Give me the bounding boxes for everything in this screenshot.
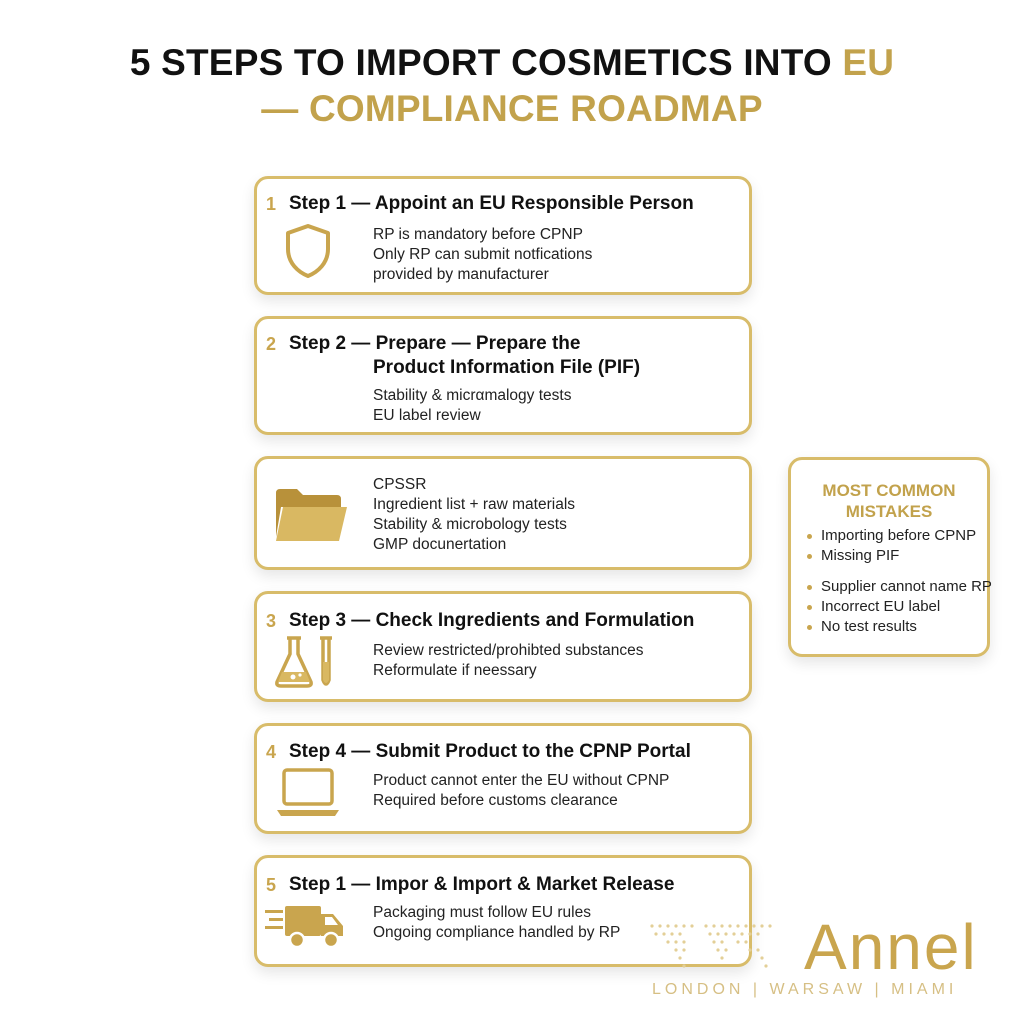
mistakes-list: Importing before CPNP Missing PIF Suppli… bbox=[805, 526, 992, 637]
step-heading: Step 4 — Submit Product to the CPNP Port… bbox=[289, 741, 691, 762]
step-card-1: 1 Step 1 — Appoint an EU Responsible Per… bbox=[254, 176, 752, 295]
list-item: Importing before CPNP bbox=[805, 526, 992, 546]
list-item: Missing PIF bbox=[805, 546, 992, 566]
detail-line: RP is mandatory before CPNP bbox=[373, 226, 583, 243]
step-heading: Step 3 — Check Ingredients and Formulati… bbox=[289, 610, 695, 631]
mistakes-title-line1: MOST COMMON bbox=[822, 481, 956, 500]
brand-locations: LONDON | WARSAW | MIAMI bbox=[652, 981, 958, 998]
step-number: 4 bbox=[266, 742, 277, 762]
step-details: Stability & micrαmalogy tests EU label r… bbox=[373, 386, 739, 426]
detail-line: Ingredient list + raw materials bbox=[373, 496, 576, 513]
detail-line: Only RP can submit notfications bbox=[373, 246, 593, 263]
step-heading: Step 1 — Impor & Import & Market Release bbox=[289, 874, 675, 895]
detail-line: Stability & micrαmalogy tests bbox=[373, 387, 572, 404]
mistakes-panel: MOST COMMON MISTAKES Importing before CP… bbox=[788, 457, 992, 657]
detail-line: Reformulate if neessary bbox=[373, 662, 537, 679]
detail-line: Stability & microbology tests bbox=[373, 516, 567, 533]
detail-line: Packaging must follow EU rules bbox=[373, 904, 591, 921]
step-heading: Step 1 — Appoint an EU Responsible Perso… bbox=[289, 193, 694, 214]
brand-logo: Annel bbox=[804, 911, 978, 983]
world-map-icon bbox=[646, 918, 786, 981]
flask-icon bbox=[273, 634, 337, 690]
step-number: 2 bbox=[266, 334, 277, 354]
step-number: 5 bbox=[266, 875, 277, 895]
page-title: 5 STEPS TO IMPORT COSMETICS INTO EU — CO… bbox=[0, 40, 1024, 132]
detail-line: Required before customs clearance bbox=[373, 792, 618, 809]
detail-line: Ongoing compliance handled by RP bbox=[373, 924, 621, 941]
laptop-icon bbox=[275, 766, 341, 818]
step-number: 3 bbox=[266, 611, 277, 631]
folder-icon bbox=[273, 487, 349, 543]
step-card-5: 5 Step 1 — Impor & Import & Market Relea… bbox=[254, 855, 752, 967]
step-heading: Step 2 — Prepare — Prepare the Product I… bbox=[289, 332, 737, 380]
step-card-4: 4 Step 4 — Submit Product to the CPNP Po… bbox=[254, 723, 752, 834]
step-details: Packaging must follow EU rules Ongoing c… bbox=[373, 903, 739, 943]
detail-line: Product cannot enter the EU without CPNP bbox=[373, 772, 670, 789]
title-line2: — COMPLIANCE ROADMAP bbox=[261, 88, 763, 129]
step-details: Review restricted/prohibted substances R… bbox=[373, 641, 739, 681]
detail-line: EU label review bbox=[373, 407, 481, 424]
detail-line: GMP docunertation bbox=[373, 536, 507, 553]
detail-line: Review restricted/prohibted substances bbox=[373, 642, 644, 659]
list-item: Supplier cannot name RP bbox=[805, 577, 992, 597]
title-line1-gold: EU bbox=[842, 42, 895, 83]
mistakes-title-line2: MISTAKES bbox=[845, 502, 933, 521]
shield-icon bbox=[283, 223, 333, 279]
step-card-2: 2 Step 2 — Prepare — Prepare the Product… bbox=[254, 316, 752, 435]
detail-line: provided by manufacturer bbox=[373, 266, 549, 283]
step-details: CPSSR Ingredient list + raw materials St… bbox=[373, 475, 739, 555]
list-item: No test results bbox=[805, 617, 992, 637]
step-details: RP is mandatory before CPNP Only RP can … bbox=[373, 225, 739, 285]
pif-contents-card: CPSSR Ingredient list + raw materials St… bbox=[254, 456, 752, 570]
step-number: 1 bbox=[266, 194, 277, 214]
step-heading-line1: Step 2 — Prepare — Prepare the bbox=[289, 333, 581, 354]
list-item: Incorrect EU label bbox=[805, 597, 992, 617]
mistakes-title: MOST COMMON MISTAKES bbox=[791, 480, 987, 522]
step-details: Product cannot enter the EU without CPNP… bbox=[373, 771, 739, 811]
detail-line: CPSSR bbox=[373, 476, 427, 493]
step-heading-line2: Product Information File (PIF) bbox=[373, 357, 641, 378]
step-card-3: 3 Step 3 — Check Ingredients and Formula… bbox=[254, 591, 752, 702]
truck-icon bbox=[263, 902, 347, 950]
title-line1-dark: 5 STEPS TO IMPORT COSMETICS INTO bbox=[129, 42, 843, 83]
